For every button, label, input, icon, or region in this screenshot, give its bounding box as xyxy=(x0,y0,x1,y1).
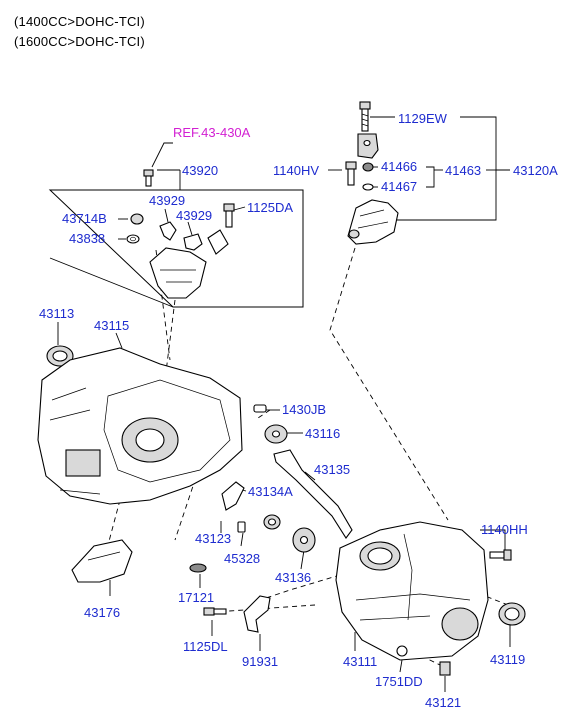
part-label-43120a[interactable]: 43120A xyxy=(513,163,558,178)
bracket-41463-icon xyxy=(357,133,379,159)
bracket-43134a-icon xyxy=(221,481,245,511)
part-label-43123[interactable]: 43123 xyxy=(195,531,231,546)
part-label-43135[interactable]: 43135 xyxy=(314,462,350,477)
bolt-1140hv-icon xyxy=(345,161,357,186)
bolt-1129ew-icon xyxy=(359,101,371,132)
part-label-45328[interactable]: 45328 xyxy=(224,551,260,566)
clip-43929-a-icon xyxy=(159,221,177,241)
ref-43-430a-link[interactable]: REF.43-430A xyxy=(173,125,251,140)
part-label-43121[interactable]: 43121 xyxy=(425,695,461,710)
gasket-1751dd-icon xyxy=(396,645,408,657)
pin-1430jb-icon xyxy=(253,404,267,413)
part-label-41467[interactable]: 41467 xyxy=(381,179,417,194)
part-label-43176[interactable]: 43176 xyxy=(84,605,120,620)
part-label-1430jb[interactable]: 1430JB xyxy=(282,402,326,417)
bolt-1125da-icon xyxy=(223,203,235,228)
oil-gutter-43135-icon xyxy=(273,449,353,539)
lever-43920-icon xyxy=(149,229,229,299)
bracket-91931-icon xyxy=(243,595,271,633)
part-label-1751dd[interactable]: 1751DD xyxy=(375,674,423,689)
oil-seal-43119-icon xyxy=(498,602,526,626)
bracket-43120a-icon xyxy=(347,199,399,245)
clutch-housing-43115-icon xyxy=(37,347,243,505)
part-label-1129ew[interactable]: 1129EW xyxy=(398,111,448,126)
bushing-43838-icon xyxy=(126,234,140,244)
bushing-43714b-icon xyxy=(130,213,144,225)
oil-seal-43113-icon xyxy=(46,345,74,367)
bolt-1125dl-icon xyxy=(203,607,227,616)
nut-41466-icon xyxy=(362,162,374,172)
part-label-1125dl[interactable]: 1125DL xyxy=(183,639,228,654)
bolt-43920-icon xyxy=(143,169,154,187)
washer-41467-icon xyxy=(362,183,374,191)
part-label-41463[interactable]: 41463 xyxy=(445,163,481,178)
plug-43121-icon xyxy=(439,661,451,676)
part-label-1140hh[interactable]: 1140HH xyxy=(481,522,528,537)
part-label-41466[interactable]: 41466 xyxy=(381,159,417,174)
model-spec-line-2: (1600CC>DOHC-TCI) xyxy=(14,34,145,49)
part-label-1125da[interactable]: 1125DA xyxy=(247,200,293,215)
part-label-43119[interactable]: 43119 xyxy=(490,652,525,667)
part-label-43929-a[interactable]: 43929 xyxy=(149,193,185,208)
part-label-17121[interactable]: 17121 xyxy=(178,590,214,605)
leader-lines xyxy=(48,116,511,692)
part-label-43920[interactable]: 43920 xyxy=(182,163,218,178)
part-label-1140hv[interactable]: 1140HV xyxy=(273,163,319,178)
seal-43123-icon xyxy=(263,514,281,530)
shim-43116-icon xyxy=(264,424,288,444)
plug-17121-icon xyxy=(189,563,207,573)
part-label-43929-b[interactable]: 43929 xyxy=(176,208,212,223)
part-label-43115[interactable]: 43115 xyxy=(94,318,129,333)
part-label-43136[interactable]: 43136 xyxy=(275,570,311,585)
model-spec-line-1: (1400CC>DOHC-TCI) xyxy=(14,14,145,29)
part-label-43838[interactable]: 43838 xyxy=(69,231,105,246)
part-label-43134a[interactable]: 43134A xyxy=(248,484,293,499)
part-label-43113[interactable]: 43113 xyxy=(39,306,74,321)
transaxle-case-43111-icon xyxy=(335,521,489,661)
part-label-91931[interactable]: 91931 xyxy=(242,654,278,669)
pin-45328-icon xyxy=(237,521,246,533)
part-label-43714b[interactable]: 43714B xyxy=(62,211,107,226)
bracket-43176-icon xyxy=(71,539,133,583)
shim-43136-icon xyxy=(292,527,316,553)
part-label-43116[interactable]: 43116 xyxy=(305,426,340,441)
clip-43929-b-icon xyxy=(183,233,203,251)
part-label-43111[interactable]: 43111 xyxy=(343,654,377,669)
bolt-1140hh-icon xyxy=(489,549,512,561)
